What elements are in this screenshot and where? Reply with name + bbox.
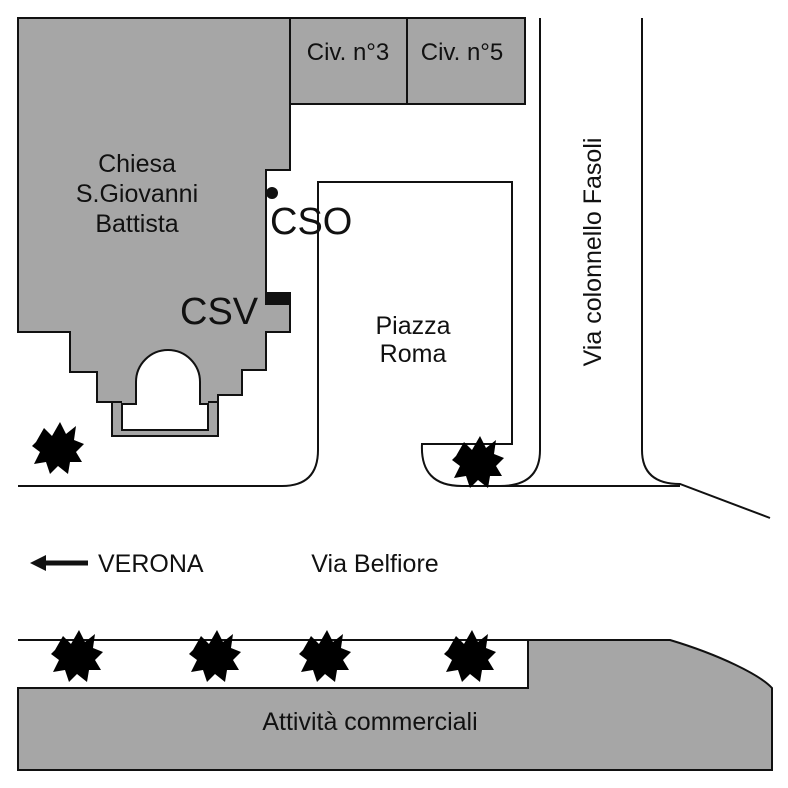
civ3-label: Civ. n°3 [307, 39, 390, 66]
church-label-line3: Battista [95, 210, 178, 238]
csv-label: CSV [180, 291, 259, 333]
civ5-building [406, 17, 526, 105]
square-marker-icon [265, 293, 289, 305]
church-label-line1: Chiesa [98, 150, 176, 178]
tree-icon [444, 630, 496, 682]
verona-label: VERONA [98, 550, 204, 578]
via-belfiore-label: Via Belfiore [311, 550, 438, 578]
civ5-label: Civ. n°5 [421, 39, 504, 66]
via-colonnello-east-curb [641, 18, 771, 519]
cso-label: CSO [270, 201, 352, 243]
tree-icon [299, 630, 351, 682]
tree-icon [51, 630, 103, 682]
commercial-block [17, 639, 773, 771]
church-building [17, 17, 291, 437]
church-apse [121, 349, 209, 431]
circle-marker-icon [266, 187, 278, 199]
piazza-label-line2: Roma [380, 340, 447, 368]
via-colonnello-label: Via colonnello Fasoli [579, 138, 607, 367]
tree-icon [32, 422, 84, 474]
arrow-left-icon [30, 555, 88, 571]
tree-icon [189, 630, 241, 682]
piazza-label-line1: Piazza [375, 312, 450, 340]
church-label-line2: S.Giovanni [76, 180, 198, 208]
civ3-building [289, 17, 408, 105]
attivita-label: Attività commerciali [262, 708, 477, 736]
via-belfiore-north-curb [18, 181, 513, 487]
